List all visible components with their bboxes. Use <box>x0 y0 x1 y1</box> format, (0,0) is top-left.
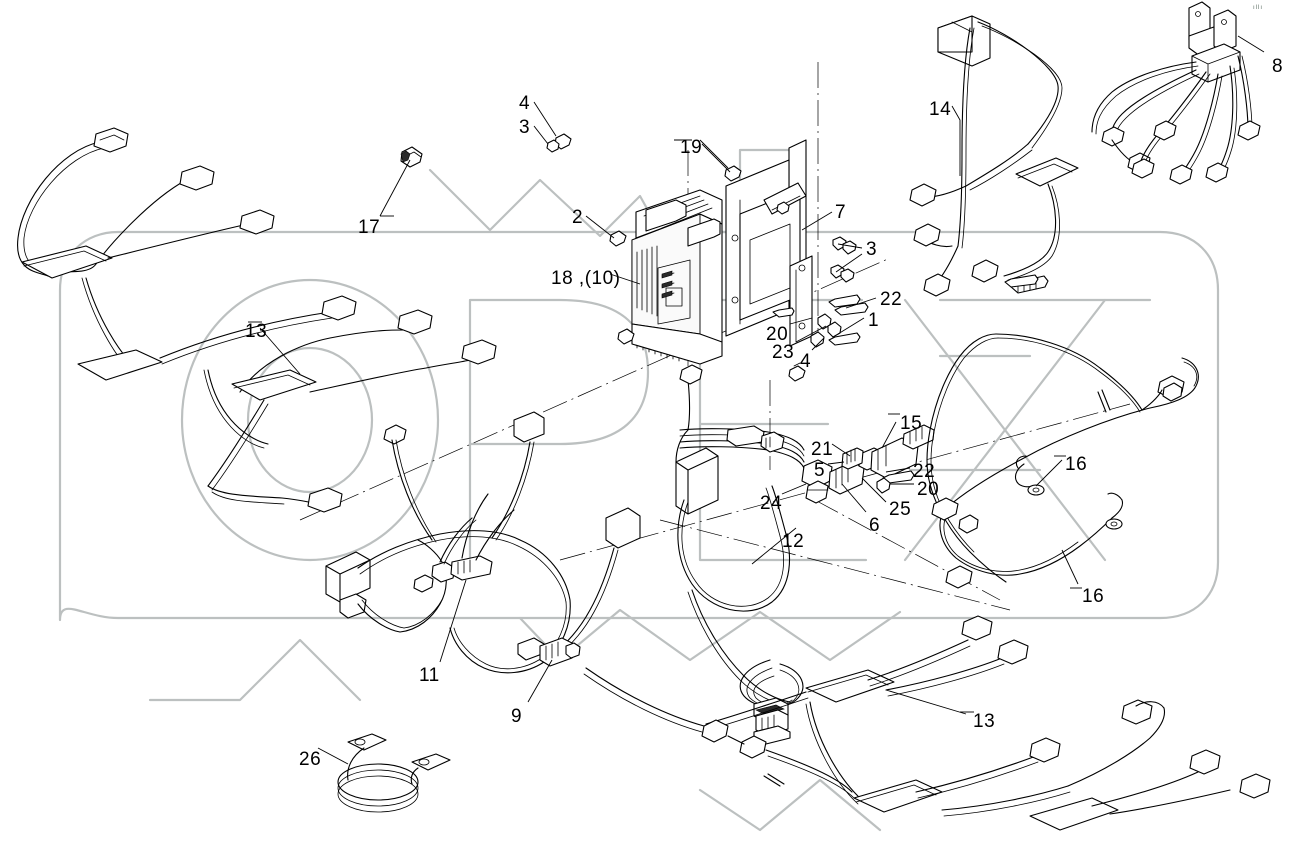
callout-c15: 15 <box>900 413 923 434</box>
harness-8 <box>1004 1 1261 288</box>
harness-12 <box>675 364 935 745</box>
ground-strap-26 <box>337 733 451 813</box>
callout-c11: 11 <box>419 665 440 686</box>
callout-c19: 19 <box>680 137 703 158</box>
callout-c17: 17 <box>358 217 381 238</box>
harness-13-lower <box>583 615 1271 831</box>
harness-14 <box>909 15 1079 297</box>
callout-c22a: 22 <box>880 289 903 310</box>
callout-c23: 23 <box>772 342 795 363</box>
callout-c24: 24 <box>760 493 783 514</box>
callout-c9: 9 <box>511 706 523 727</box>
callout-c6: 6 <box>869 515 881 536</box>
callout-c20a: 20 <box>766 324 789 345</box>
callout-c3a: 3 <box>519 117 531 138</box>
corner-mark: ıllı <box>1253 5 1263 11</box>
callout-c14: 14 <box>929 99 952 120</box>
callout-c7: 7 <box>835 202 847 223</box>
ecu-module <box>546 133 723 365</box>
callout-c13b: 13 <box>973 711 996 732</box>
callout-c21: 21 <box>811 439 834 460</box>
leader-lines <box>248 35 1265 765</box>
callout-c4b: 4 <box>800 351 812 372</box>
harness-upper-left <box>17 127 497 513</box>
callout-c16a: 16 <box>1065 454 1088 475</box>
callout-c4a: 4 <box>519 93 531 114</box>
harness-right <box>926 333 1199 589</box>
callout-c16b: 16 <box>1082 586 1105 607</box>
callout-c5: 5 <box>814 460 826 481</box>
callout-c18: 18 ,(10) <box>551 268 621 289</box>
callout-c25: 25 <box>889 499 912 520</box>
callout-c8: 8 <box>1272 56 1284 77</box>
callout-c2: 2 <box>572 207 584 228</box>
callout-c26: 26 <box>299 749 322 770</box>
mounting-bracket <box>684 139 869 382</box>
callout-c12: 12 <box>782 531 805 552</box>
callout-c20b: 20 <box>917 479 940 500</box>
callout-c3b: 3 <box>866 239 878 260</box>
harness-11 <box>325 411 641 674</box>
callout-c13a: 13 <box>245 321 268 342</box>
callout-c1: 1 <box>868 310 880 331</box>
callout-c22b: 22 <box>913 461 936 482</box>
